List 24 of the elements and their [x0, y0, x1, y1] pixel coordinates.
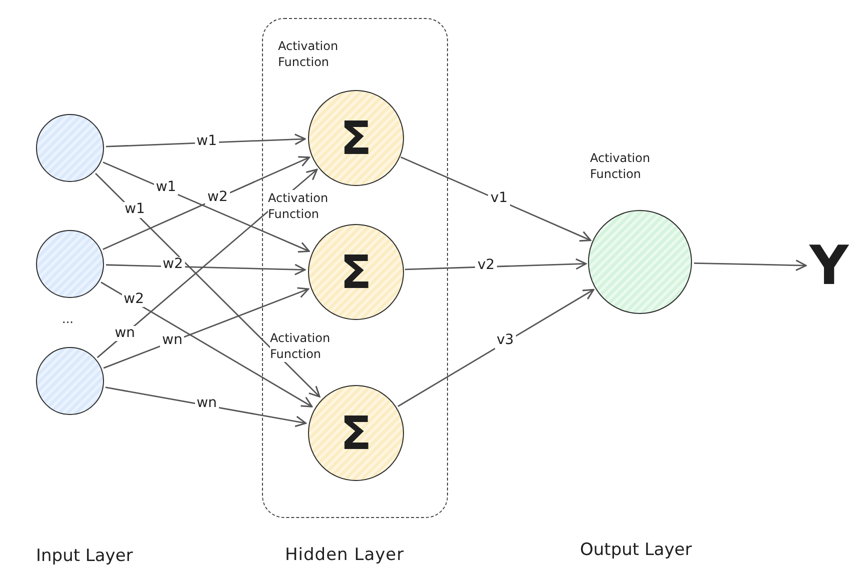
edge-label: v1 — [488, 191, 510, 207]
arrow — [400, 156, 592, 242]
sigma-symbol: Σ — [340, 115, 372, 161]
arrow — [106, 264, 306, 276]
layer-title: Hidden Layer — [285, 545, 404, 565]
edge-label: w1 — [122, 202, 147, 218]
arrow — [398, 288, 594, 407]
edge-label: w1 — [154, 180, 178, 196]
edge-label: w2 — [205, 190, 230, 206]
arrow — [103, 287, 310, 369]
arrow — [106, 134, 306, 148]
arrow — [100, 282, 313, 408]
arrow — [404, 258, 587, 270]
layer-title: Output Layer — [580, 540, 692, 560]
sigma-symbol: Σ — [340, 410, 372, 456]
layer-title: Input Layer — [36, 546, 133, 566]
edge-label: w2 — [122, 292, 146, 308]
edge-label: wn — [112, 326, 138, 342]
sigma-symbol: Σ — [340, 249, 372, 295]
ellipsis-label: ... — [62, 312, 74, 326]
edge-label: v3 — [494, 333, 516, 349]
arrow — [694, 260, 807, 272]
output-label: Y — [806, 236, 852, 296]
arrow — [105, 386, 307, 428]
